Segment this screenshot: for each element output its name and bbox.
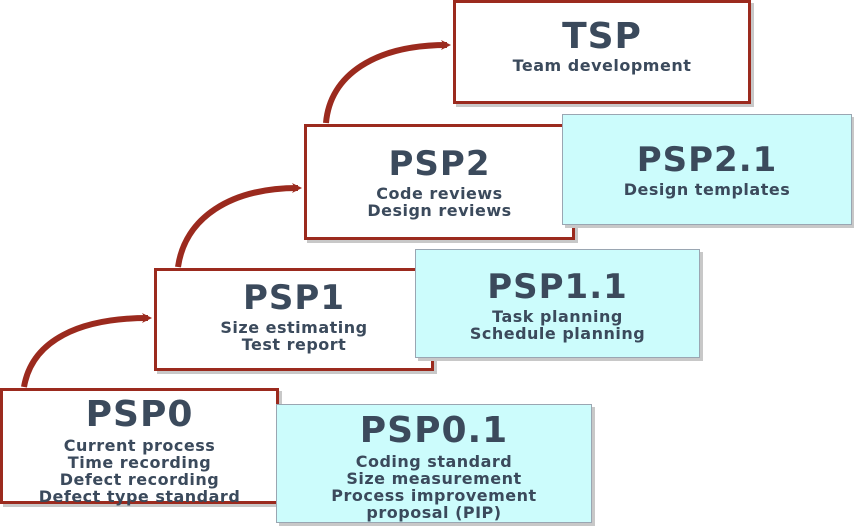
arrow-psp0-to-psp1 <box>21 313 152 388</box>
tsp-item: Team development <box>512 56 692 75</box>
arrow-psp2-to-tsp <box>323 40 451 124</box>
psp0-item: Current process <box>63 436 216 455</box>
psp1-1-title: PSP1.1 <box>487 267 628 307</box>
psp1-item: Size estimating <box>220 318 368 337</box>
psp1-box: PSP1 Size estimating Test report <box>154 268 434 371</box>
psp0-item: Defect recording <box>59 470 220 489</box>
psp2-item: Design reviews <box>367 201 512 220</box>
psp1-1-box: PSP1.1 Task planning Schedule planning <box>415 249 700 358</box>
psp2-title: PSP2 <box>388 144 491 184</box>
tsp-items: Team development <box>513 57 692 74</box>
tsp-box: TSP Team development <box>453 0 751 104</box>
psp1-title: PSP1 <box>243 278 345 318</box>
psp0-1-title: PSP0.1 <box>359 410 509 451</box>
psp1-1-items: Task planning Schedule planning <box>470 308 645 342</box>
psp0-items: Current process Time recording Defect re… <box>39 437 241 505</box>
psp0-1-box: PSP0.1 Coding standard Size measurement … <box>276 404 592 523</box>
psp0-1-items: Coding standard Size measurement Process… <box>331 453 536 521</box>
psp0-1-item: Process improvement <box>331 486 537 505</box>
psp2-items: Code reviews Design reviews <box>367 185 511 219</box>
psp2-1-items: Design templates <box>624 181 790 198</box>
psp0-1-item: Size measurement <box>346 469 522 488</box>
psp0-1-item: proposal (PIP) <box>366 503 502 522</box>
psp0-item: Defect type standard <box>38 487 241 506</box>
arrow-psp1-to-psp2 <box>175 183 302 268</box>
psp0-item: Time recording <box>67 453 212 472</box>
psp1-1-item: Schedule planning <box>469 324 646 343</box>
tsp-title: TSP <box>562 16 642 57</box>
psp1-items: Size estimating Test report <box>220 319 367 353</box>
psp2-1-box: PSP2.1 Design templates <box>562 114 852 225</box>
psp0-1-item: Coding standard <box>355 452 513 471</box>
psp2-1-item: Design templates <box>623 180 791 199</box>
psp1-item: Test report <box>241 335 347 354</box>
psp0-title: PSP0 <box>85 394 194 435</box>
psp2-item: Code reviews <box>376 184 503 203</box>
psp0-box: PSP0 Current process Time recording Defe… <box>0 388 279 505</box>
psp1-1-item: Task planning <box>492 307 623 326</box>
psp2-1-title: PSP2.1 <box>636 140 778 180</box>
psp2-box: PSP2 Code reviews Design reviews <box>304 124 575 240</box>
